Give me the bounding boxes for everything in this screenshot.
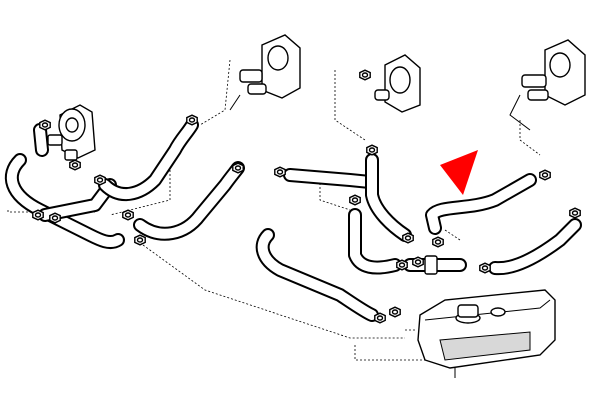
hose-clamp-bolt-icon (34, 212, 42, 218)
hose-clamp-bolt-icon (41, 122, 49, 128)
hose-clamp-bolt-icon (51, 215, 59, 221)
hose-clamp-bolt-icon (541, 172, 549, 178)
pointer-arrow-icon (440, 150, 478, 195)
hose-center-straight (283, 168, 377, 189)
hose-upper-curve (98, 118, 199, 201)
hose-clamp-bolt-icon (391, 309, 399, 315)
heater-valve-block-right (509, 39, 586, 131)
hose-left-short (33, 123, 49, 157)
hose-clamp-bolt-icon (481, 265, 489, 271)
hose-lower-s (255, 228, 379, 322)
hose-clamp-bolt-icon (96, 177, 104, 183)
hose-right-lower (488, 218, 582, 276)
thermostat-housing-center (374, 54, 421, 113)
leader-lines (7, 59, 541, 361)
expansion-tank (417, 289, 556, 378)
hose-clamps (32, 69, 581, 324)
hose-clamp-bolt-icon (276, 169, 284, 175)
thermostat-housing-left (47, 104, 96, 161)
hose-clamp-bolt-icon (188, 117, 196, 123)
hose-clamp-bolt-icon (71, 162, 79, 168)
hose-clamp-bolt-icon (234, 165, 242, 171)
hose-clamp-bolt-icon (398, 262, 406, 268)
hose-highlighted (425, 173, 537, 235)
hose-center-j (348, 208, 402, 275)
hose-clamp-bolt-icon (376, 315, 384, 321)
hose-clamp-bolt-icon (351, 197, 359, 203)
hose-center-vertical (365, 153, 412, 242)
hose-lower-curve (133, 161, 245, 241)
hose-clamp-bolt-icon (414, 259, 422, 265)
hose-clamp-bolt-icon (368, 147, 376, 153)
hose-clamp-bolt-icon (571, 210, 579, 216)
hose-clamp-bolt-icon (404, 235, 412, 241)
heater-valve-block-middle (229, 34, 301, 111)
hose-clamp-bolt-icon (136, 237, 144, 243)
hose-clamp-bolt-icon (124, 212, 132, 218)
hose-left-long (4, 153, 125, 250)
hose-clamp-bolt-icon (434, 239, 442, 245)
hose-clamp-bolt-icon (361, 72, 369, 78)
